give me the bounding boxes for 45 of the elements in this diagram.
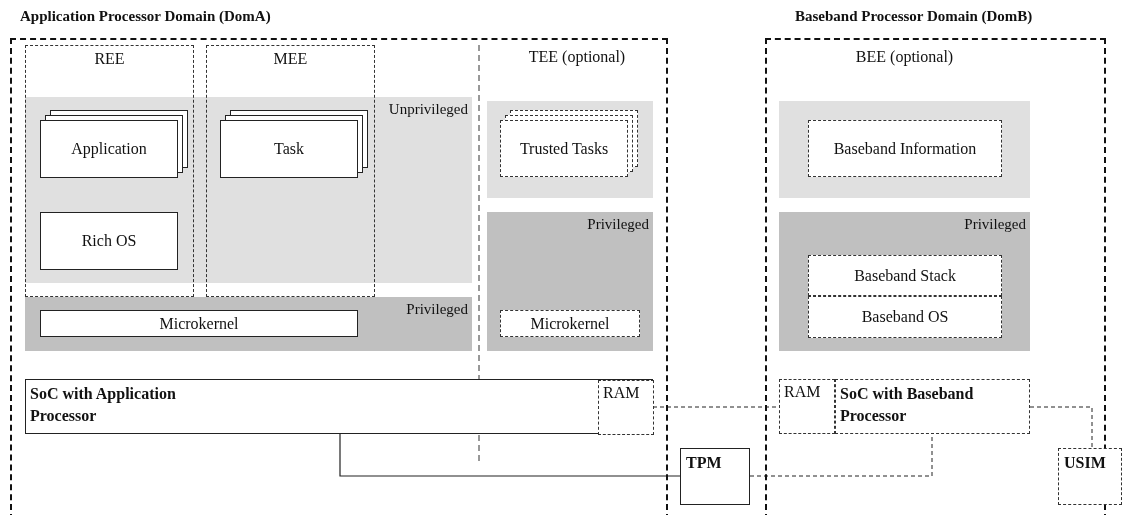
soc-box bbox=[25, 379, 653, 434]
privilege-band bbox=[779, 212, 1030, 351]
domain-heading: Application Processor Domain (DomA) bbox=[20, 8, 271, 25]
region-heading: TEE (optional) bbox=[527, 48, 627, 66]
process-box bbox=[500, 310, 640, 337]
band-label: Privileged bbox=[964, 216, 1026, 233]
process-box bbox=[40, 310, 358, 337]
chip-box bbox=[680, 448, 750, 505]
process-box bbox=[808, 255, 1002, 296]
band-label: Privileged bbox=[406, 301, 468, 318]
soc-box bbox=[835, 379, 1030, 434]
ram-box bbox=[598, 380, 654, 435]
box-label: SoC with Application Processor bbox=[30, 384, 177, 426]
environment-heading: MEE bbox=[272, 50, 309, 68]
box-label: Microkernel bbox=[158, 313, 240, 334]
process-box bbox=[808, 120, 1002, 177]
box-label: Baseband Stack bbox=[853, 265, 957, 286]
stacked-box bbox=[40, 110, 188, 178]
domain-heading: Baseband Processor Domain (DomB) bbox=[795, 8, 1033, 25]
box-label: Application bbox=[70, 139, 148, 160]
process-box bbox=[808, 296, 1002, 338]
box-label: RAM bbox=[784, 383, 821, 401]
box-label: TPM bbox=[686, 454, 722, 472]
box-label: Baseband Information bbox=[832, 138, 978, 159]
connector-line bbox=[1029, 406, 1093, 449]
box-label: Task bbox=[273, 139, 305, 159]
box-label: Microkernel bbox=[529, 313, 611, 334]
process-box bbox=[40, 212, 178, 270]
ram-box bbox=[779, 379, 835, 434]
connector-line bbox=[339, 433, 681, 477]
stacked-box bbox=[220, 110, 368, 178]
band-label: Unprivileged bbox=[388, 101, 468, 118]
stacked-box bbox=[500, 110, 638, 177]
region-heading: BEE (optional) bbox=[854, 48, 955, 66]
box-label: SoC with Baseband Processor bbox=[840, 384, 975, 426]
box-label: Rich OS bbox=[80, 231, 138, 251]
box-label: Baseband OS bbox=[860, 307, 950, 327]
environment-heading: REE bbox=[93, 50, 126, 68]
box-label: RAM bbox=[603, 384, 640, 402]
privilege-band bbox=[487, 212, 653, 351]
box-label: USIM bbox=[1064, 454, 1106, 472]
box-label: Trusted Tasks bbox=[518, 138, 610, 159]
band-label: Privileged bbox=[587, 216, 649, 233]
privilege-band bbox=[25, 297, 472, 351]
chip-box bbox=[1058, 448, 1122, 505]
